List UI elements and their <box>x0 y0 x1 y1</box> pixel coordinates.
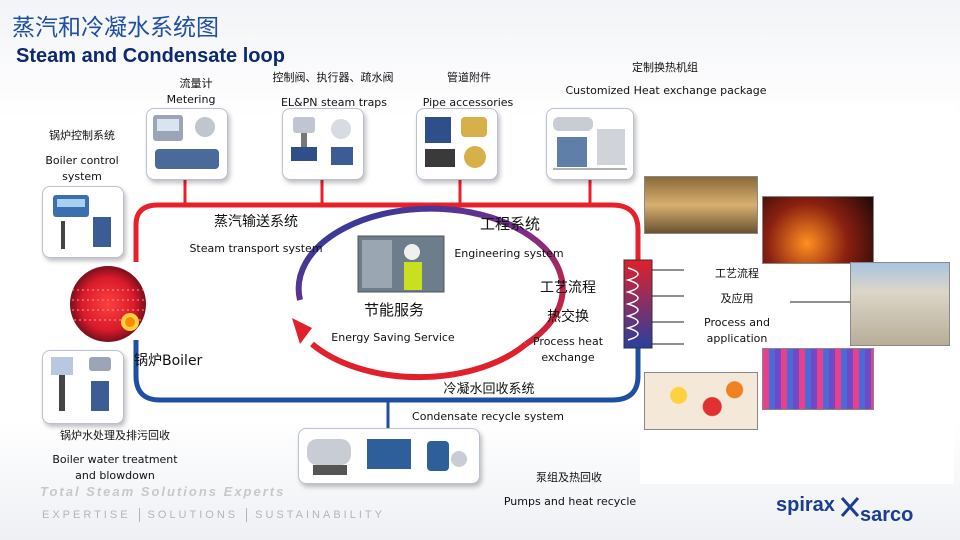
steam-transport-label-en: Steam transport system <box>189 242 323 255</box>
boiler-label: 锅炉Boiler <box>134 353 203 369</box>
condensate-pipe <box>133 340 641 403</box>
process-hx-label-en1: Process heat <box>532 335 604 348</box>
process-hx-label-zh1: 工艺流程 <box>540 280 596 296</box>
pillar-solutions: SOLUTIONS <box>147 508 239 521</box>
boiler-icon <box>70 266 146 342</box>
boiler-control-label-en2: system <box>62 170 102 183</box>
engineering-label-zh: 工程系统 <box>479 215 540 233</box>
boiler-control-label-en1: Boiler control <box>45 154 119 167</box>
footer-pillars: EXPERTISE SOLUTIONS SUSTAINABILITY <box>42 508 385 522</box>
heat-package-thumbnail <box>546 108 634 180</box>
building-photo <box>850 262 950 346</box>
water-treatment-thumbnail <box>42 350 124 424</box>
boiler-control-label-zh: 锅炉控制系统 <box>49 129 115 142</box>
refinery-photo <box>762 196 874 264</box>
pumps-thumbnail <box>298 428 480 484</box>
steam-transport-label-zh: 蒸汽输送系统 <box>214 214 298 230</box>
spirax-sarco-logo: spirax sarco <box>776 494 913 526</box>
pills-photo <box>644 372 758 430</box>
logo-spirax: spirax <box>776 494 835 516</box>
valves-label-en: EL&PN steam traps <box>280 96 388 109</box>
worker-photo <box>357 235 445 293</box>
pipe-accessories-thumbnail <box>416 108 498 180</box>
pipe-label-zh: 管道附件 <box>447 71 491 84</box>
heat-exchanger-icon <box>623 259 653 349</box>
steam-pipe <box>133 202 641 262</box>
heat-package-label-zh: 定制换热机组 <box>632 61 698 74</box>
cans-photo <box>644 176 758 234</box>
pillar-expertise: EXPERTISE <box>42 508 131 521</box>
process-app-label-en1: Process and <box>704 316 770 329</box>
energy-arrow-icon <box>292 205 566 381</box>
water-treatment-label-en1: Boiler water treatment <box>52 453 178 466</box>
condensate-label-en: Condensate recycle system <box>412 410 564 423</box>
boiler-control-thumbnail <box>42 186 124 258</box>
logo-sarco: sarco <box>860 504 914 526</box>
process-app-label-en2: application <box>706 332 768 345</box>
heat-package-label-en: Customized Heat exchange package <box>565 84 767 97</box>
valves-thumbnail <box>282 108 364 180</box>
footer-tagline: Total Steam Solutions Experts <box>40 484 286 499</box>
water-treatment-label-en2: and blowdown <box>75 469 155 482</box>
energy-label-zh: 节能服务 <box>363 301 424 319</box>
engineering-label-en: Engineering system <box>454 247 564 260</box>
pumps-label-zh: 泵组及热回收 <box>536 471 602 484</box>
condensate-label-zh: 冷凝水回收系统 <box>443 382 535 397</box>
metering-thumbnail <box>146 108 228 180</box>
pipe-label-en: Pipe accessories <box>422 96 514 109</box>
metering-label-en: Metering <box>166 93 216 106</box>
pumps-label-en: Pumps and heat recycle <box>503 495 637 508</box>
energy-label-en: Energy Saving Service <box>331 331 455 344</box>
process-hx-label-en2: exchange <box>541 351 595 364</box>
pillar-sustainability: SUSTAINABILITY <box>255 508 385 521</box>
textile-photo <box>762 348 874 410</box>
metering-label-zh: 流量计 <box>179 77 213 90</box>
process-app-label-zh1: 工艺流程 <box>715 267 759 280</box>
water-treatment-label-zh: 锅炉水处理及排污回收 <box>60 429 170 442</box>
process-hx-label-zh2: 热交换 <box>547 309 589 325</box>
process-app-label-zh2: 及应用 <box>720 292 754 305</box>
page-title-zh: 蒸汽和冷凝水系统图 <box>12 15 219 41</box>
valves-label-zh: 控制阀、执行器、疏水阀 <box>272 71 394 84</box>
page-title-en: Steam and Condensate loop <box>16 45 285 67</box>
